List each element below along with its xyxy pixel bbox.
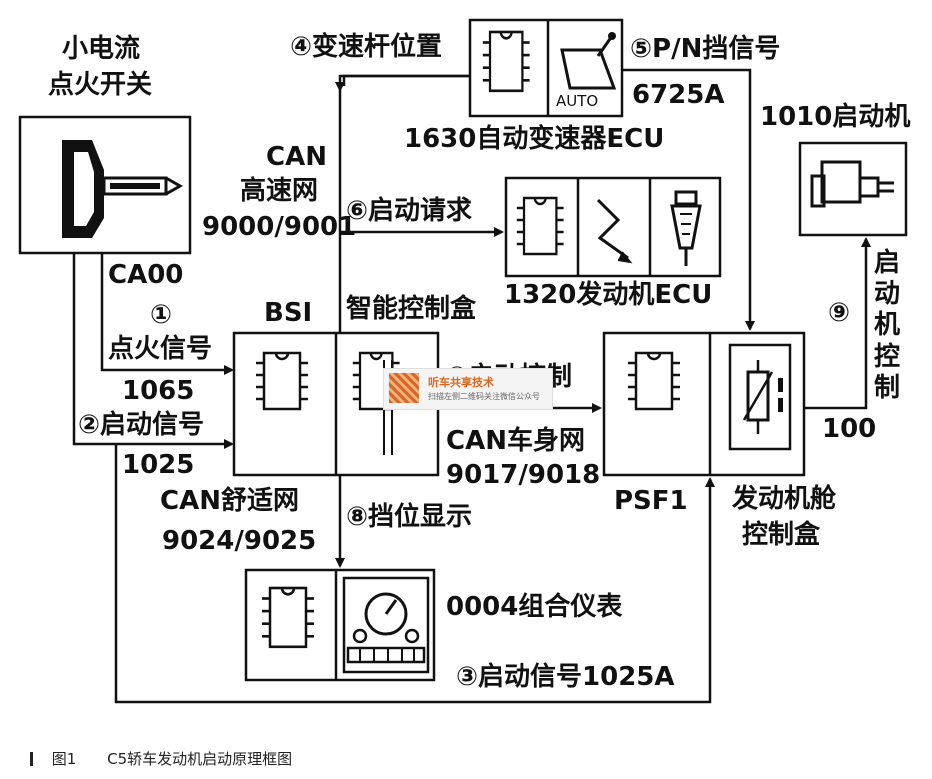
label-code-100: 100	[822, 414, 877, 444]
figure-caption: 图1 C5轿车发动机启动原理框图	[30, 748, 292, 769]
wire-start-signal	[72, 253, 234, 449]
label-sig9: ⑨	[828, 298, 851, 328]
wire-ignition-signal	[100, 253, 234, 375]
label-code-1025: 1025	[122, 450, 195, 480]
gear-lever-icon	[560, 32, 617, 90]
label-ca00: CA00	[108, 260, 184, 290]
label-can-hs-1: CAN	[266, 142, 327, 172]
label-engine-box-2: 控制盒	[742, 520, 821, 550]
wire-gear-position	[342, 74, 470, 86]
caption-bar	[30, 752, 33, 766]
label-psf1: PSF1	[614, 486, 688, 516]
label-cluster: 0004组合仪表	[446, 592, 623, 622]
gauge-icon	[342, 576, 430, 674]
watermark-subtitle: 扫描左侧二维码关注微信公众号	[428, 392, 540, 401]
label-sig1-num: ①	[150, 300, 173, 330]
connection-lines	[72, 68, 871, 704]
tcu-box	[468, 18, 624, 118]
arrow-gear-position	[335, 74, 470, 92]
qr-code-icon	[389, 373, 419, 403]
switch-title-2: 点火开关	[48, 70, 153, 100]
label-starter-control: 启动机控制	[874, 248, 901, 403]
wire-starter-control	[804, 237, 871, 410]
key-icon	[62, 140, 184, 238]
label-start-request: ⑥启动请求	[346, 196, 473, 226]
label-gear-display: ⑧挡位显示	[346, 502, 473, 532]
caption-number: 图1	[51, 750, 77, 768]
wire-pn-signal	[622, 68, 755, 331]
psf1-box	[602, 331, 806, 477]
starter-motor-icon	[810, 160, 894, 208]
injector-icon	[670, 190, 702, 266]
caption-text: C5轿车发动机启动原理框图	[107, 750, 293, 768]
starter-box	[798, 141, 908, 237]
label-starter: 1010启动机	[760, 102, 911, 132]
wire-start-signal-1025a	[114, 444, 715, 704]
label-code-1065: 1065	[122, 376, 195, 406]
label-can-comfort-2: 9024/9025	[162, 526, 317, 556]
spark-icon	[596, 198, 633, 264]
engine-ecu-box	[504, 176, 722, 278]
label-start-signal: ②启动信号	[78, 410, 205, 440]
watermark: 听车共享技术 扫描左侧二维码关注微信公众号	[383, 368, 553, 410]
label-can-body-2: 9017/9018	[446, 460, 601, 490]
label-engine-box-1: 发动机舱	[732, 484, 837, 514]
label-start-signal-1025a: ③启动信号1025A	[456, 662, 675, 692]
label-bsi: BSI	[264, 298, 313, 328]
ignition-switch-box	[18, 115, 192, 255]
label-can-body-1: CAN车身网	[446, 426, 585, 456]
relay-icon	[728, 343, 792, 451]
switch-title-1: 小电流	[62, 34, 141, 64]
label-ignition-signal: 点火信号	[108, 334, 213, 364]
watermark-title: 听车共享技术	[428, 376, 494, 389]
label-can-hs-2: 高速网	[240, 176, 319, 206]
label-can-comfort-1: CAN舒适网	[160, 486, 299, 516]
label-gear-position: ④变速杆位置	[290, 32, 443, 62]
label-pn-signal: ⑤P/N挡信号	[630, 34, 781, 64]
label-auto: AUTO	[556, 92, 599, 110]
label-tcu: 1630自动变速器ECU	[404, 124, 665, 154]
label-engine-ecu: 1320发动机ECU	[504, 280, 713, 310]
cluster-box	[244, 568, 436, 682]
label-code-6725a: 6725A	[632, 80, 725, 110]
label-can-hs-3: 9000/9001	[202, 212, 357, 242]
label-smart-box: 智能控制盒	[346, 294, 477, 324]
